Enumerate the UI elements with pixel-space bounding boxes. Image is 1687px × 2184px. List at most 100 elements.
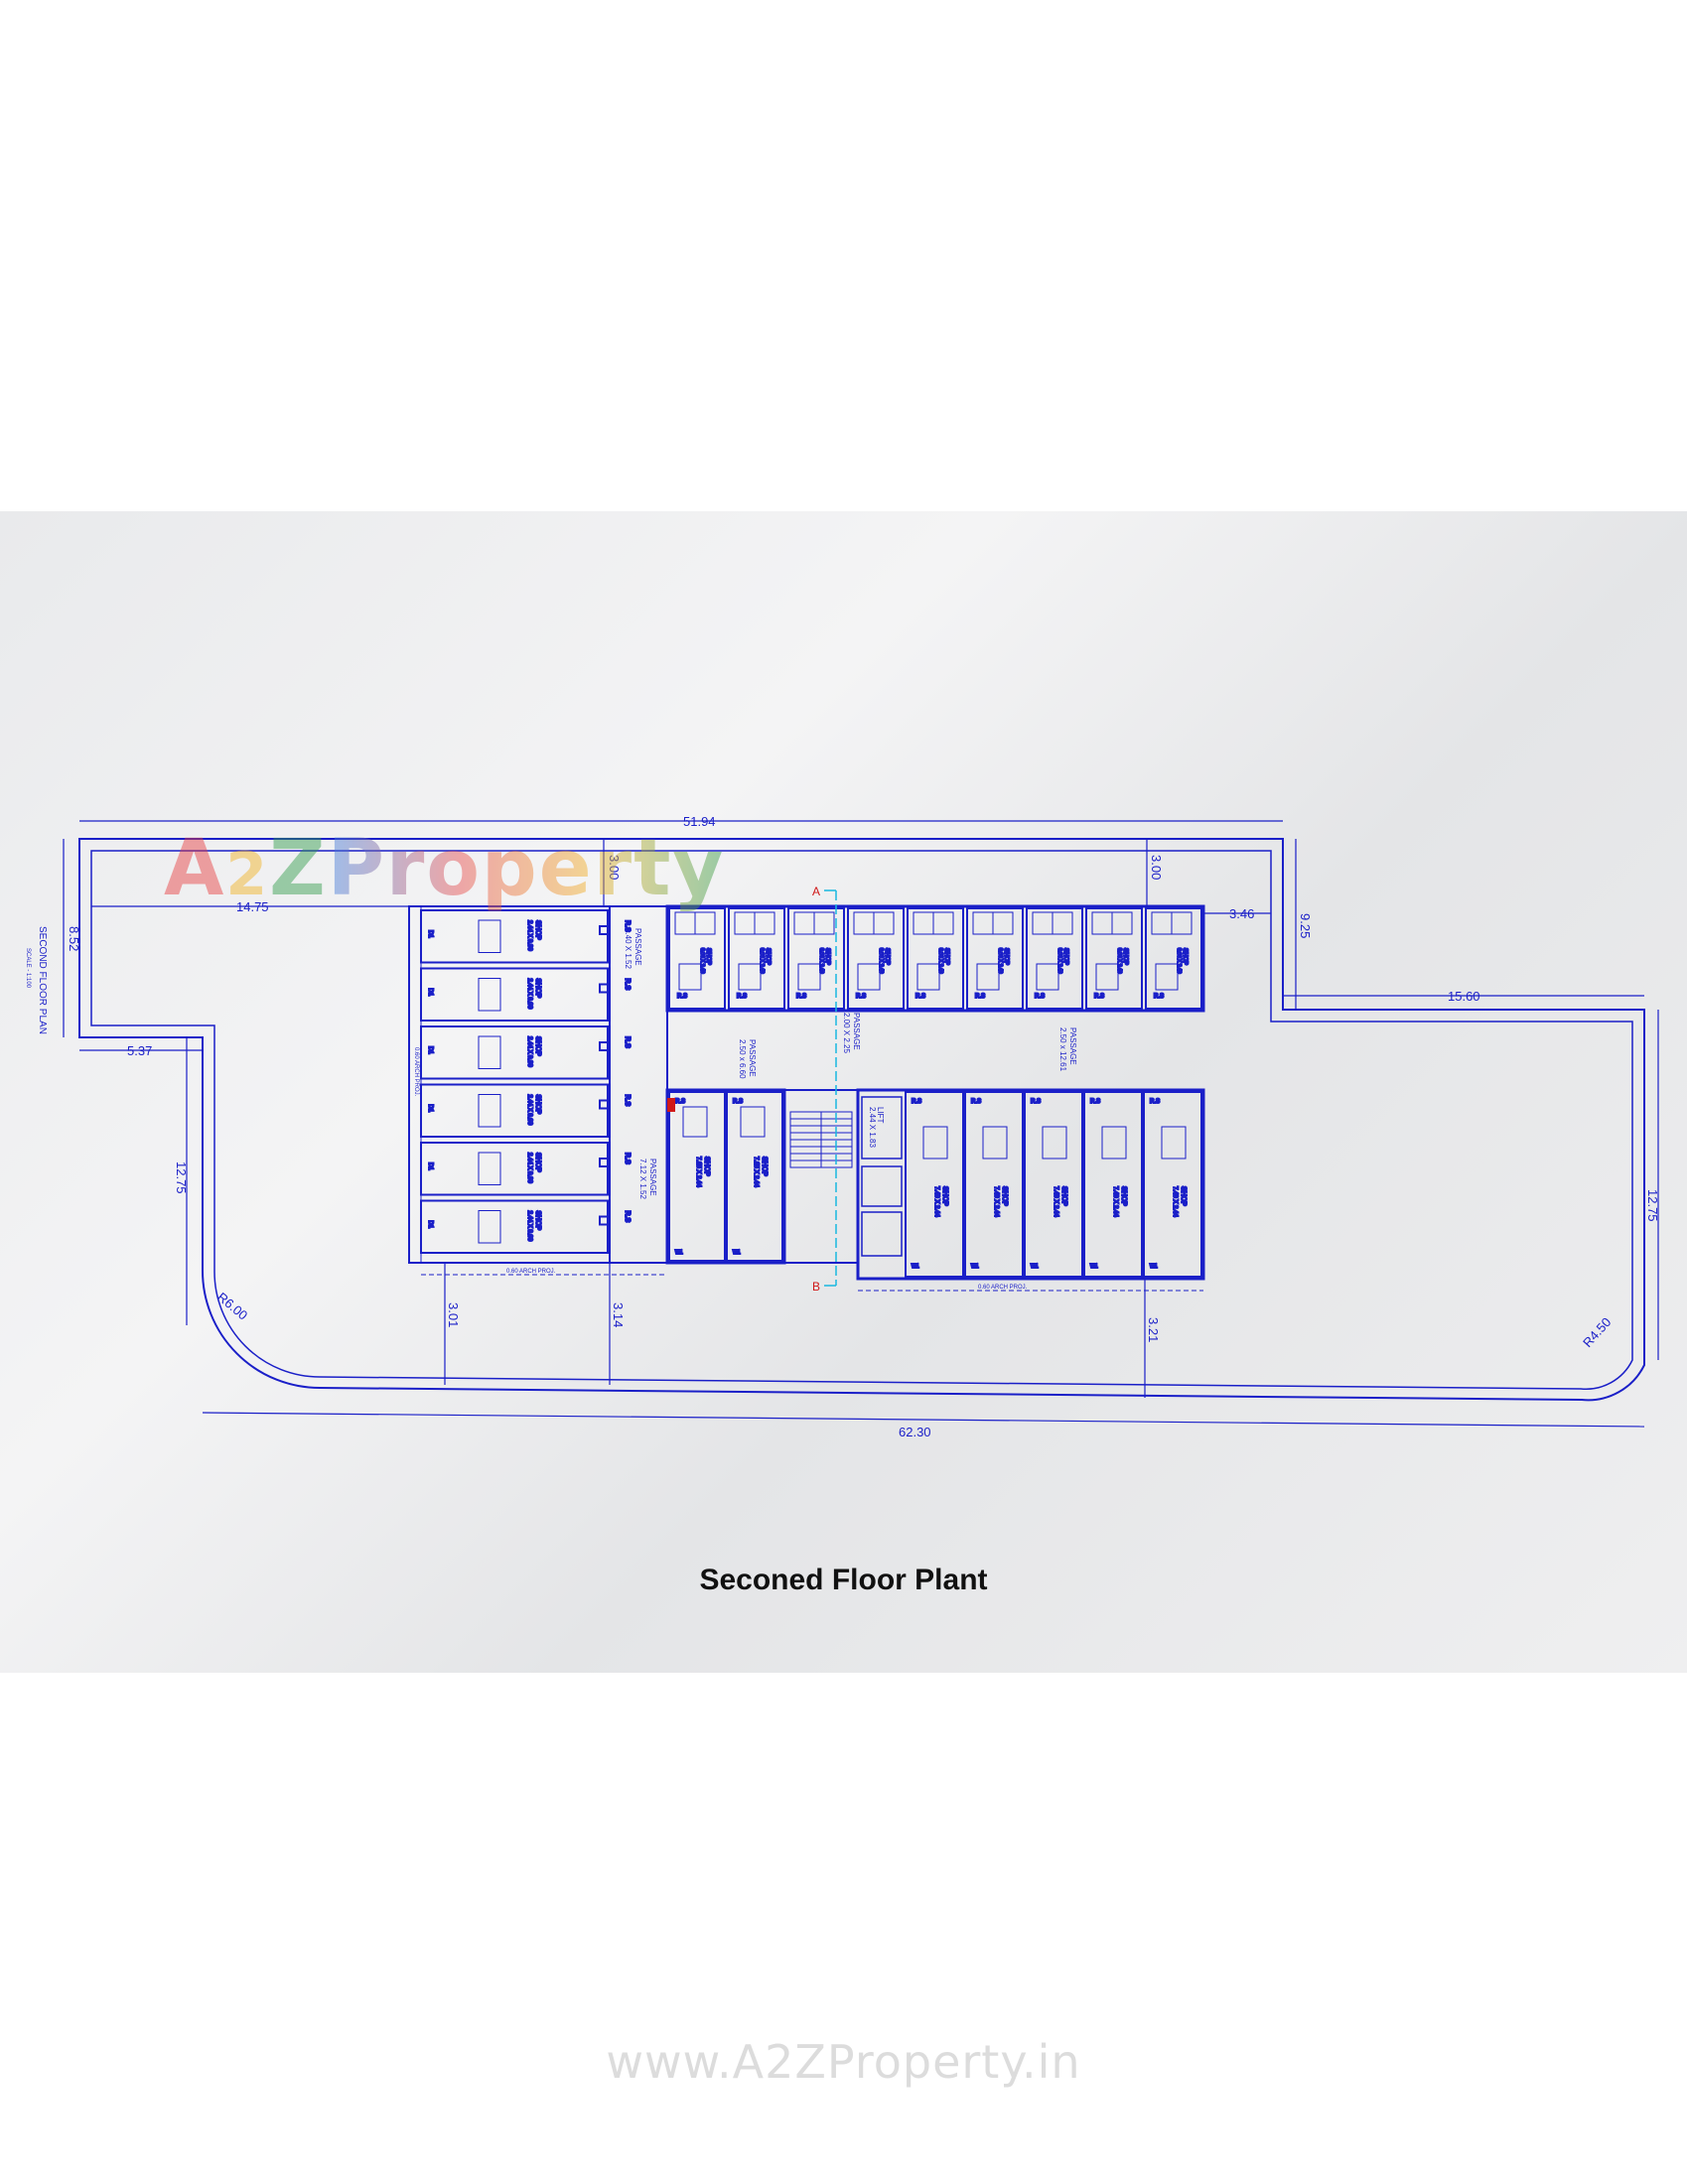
top-shop-name: SHOP [765, 948, 771, 965]
bottom-right-shop-fixture [1042, 1126, 1067, 1160]
left-shop-rs-box [599, 1215, 609, 1226]
top-shop-fixture [1036, 963, 1059, 991]
left-shop-rs: R.S [624, 1153, 631, 1164]
left-shop-rs: R.S [624, 1211, 631, 1223]
left-shop-door: D1 [427, 1162, 433, 1170]
bottom-right-shop-2 [964, 1091, 1024, 1278]
bottom-left-shop-1 [668, 1091, 726, 1262]
plan-scale: SCALE - 1:100 [25, 948, 31, 989]
bottom-left-shop-rs: R.S [733, 1099, 743, 1105]
bottom-right-shop-size: 7.49 X 2.44 [1053, 1186, 1058, 1217]
dim-left-depth: 12.75 [174, 1161, 189, 1194]
dim-bottom-overall: 62.30 [899, 1425, 931, 1439]
section-mark-b: B [812, 1280, 820, 1294]
top-shop-name: SHOP [824, 948, 830, 965]
top-shop-name: SHOP [705, 948, 711, 965]
left-shop-size: 2.44 X 9.00 [526, 979, 532, 1010]
top-shop-wc [913, 911, 934, 935]
lift-size: 2.44 X 1.83 [868, 1107, 877, 1148]
top-shop-rs: R.S [677, 994, 687, 1000]
plan-caption: Seconed Floor Plant [699, 1564, 988, 1596]
bottom-left-shop-window: W1 [675, 1250, 683, 1256]
top-shop-rs: R.S [1094, 994, 1104, 1000]
dim-margin-top-left: 3.00 [607, 855, 622, 880]
dim-margin-bottom-1: 3.01 [446, 1302, 461, 1327]
bottom-right-shop-fixture [1101, 1126, 1127, 1160]
top-shop-name: SHOP [1062, 948, 1068, 965]
bottom-left-shop-window: W1 [733, 1250, 741, 1256]
passage-size-3: 2.50 x 6.60 [738, 1039, 747, 1079]
left-shop-rs-box [599, 925, 609, 935]
left-shop-rs: R.S [624, 1036, 631, 1048]
left-shop-6 [420, 1199, 609, 1254]
bottom-right-shop-window: W1 [1150, 1264, 1158, 1270]
bottom-right-shop-size: 7.49 X 2.44 [1172, 1186, 1178, 1217]
footer-website-url[interactable]: www.A2ZProperty.in [606, 2035, 1081, 2089]
brand-watermark: A2ZProperty [164, 824, 725, 913]
left-shop-rs: R.S [624, 920, 631, 932]
left-shop-name: SHOP [534, 1153, 541, 1172]
stair-core-outline [783, 1089, 859, 1264]
bottom-right-shop-fixture [1161, 1126, 1187, 1160]
watermark-2: 2 [225, 840, 270, 909]
top-shop-wc [853, 911, 875, 935]
passage-label-4: PASSAGE [852, 1013, 861, 1050]
top-shop-7 [1026, 907, 1083, 1010]
left-shop-4 [420, 1083, 609, 1138]
top-shop-rs: R.S [915, 994, 925, 1000]
bottom-right-shop-1 [905, 1091, 964, 1278]
passage-size-4: 2.00 X 2.25 [842, 1013, 851, 1053]
bottom-left-shop-2 [726, 1091, 783, 1262]
dim-right-step: 9.25 [1298, 913, 1313, 938]
top-shop-fixture [797, 963, 821, 991]
bottom-right-shop-size: 7.49 X 2.44 [1112, 1186, 1118, 1217]
top-shop-size: 3.60 X 2.40 [878, 948, 884, 974]
bottom-right-shop-window: W1 [912, 1264, 919, 1270]
bottom-right-shop-rs: R.S [912, 1099, 921, 1105]
watermark-property: Property [327, 824, 726, 913]
top-shop-bath [1171, 911, 1193, 935]
dim-left-step: 5.37 [127, 1043, 152, 1058]
top-shop-3 [787, 907, 845, 1010]
left-shop-door: D1 [427, 1105, 433, 1113]
bottom-right-shop-window: W1 [1090, 1264, 1098, 1270]
dim-margin-bottom-2: 3.14 [611, 1302, 626, 1327]
section-line [667, 889, 837, 1287]
bottom-right-shop-fixture [922, 1126, 948, 1160]
dim-margin-bottom-3: 3.21 [1146, 1317, 1161, 1342]
top-shop-fixture [857, 963, 881, 991]
top-shop-rs: R.S [737, 994, 747, 1000]
plan-title: SECOND FLOOR PLAN [37, 926, 48, 1034]
top-shop-size: 3.60 X 2.40 [699, 948, 705, 974]
dim-right-depth: 12.75 [1645, 1189, 1660, 1222]
left-shop-size: 2.44 X 9.00 [526, 1211, 532, 1242]
left-shop-size: 2.44 X 9.00 [526, 920, 532, 951]
bottom-left-shop-fixture [740, 1106, 766, 1138]
dim-radius-right: R4.50 [1580, 1314, 1614, 1350]
top-shop-fixture [916, 963, 940, 991]
left-shop-fixture [478, 1152, 501, 1185]
dim-line-bottom [202, 1412, 1645, 1428]
left-shop-name: SHOP [534, 920, 541, 940]
left-shop-door: D1 [427, 1046, 433, 1054]
bottom-right-shop-window: W1 [1031, 1264, 1039, 1270]
top-shop-fixture [1155, 963, 1179, 991]
passage-label-1: PASSAGE [633, 928, 642, 966]
bottom-right-shop-size: 7.49 X 2.44 [993, 1186, 999, 1217]
top-shop-2 [728, 907, 785, 1010]
left-shop-3 [420, 1025, 609, 1080]
bottom-right-shop-rs: R.S [1031, 1099, 1041, 1105]
top-shop-1 [668, 907, 726, 1010]
top-shop-5 [907, 907, 964, 1010]
top-shop-bath [992, 911, 1014, 935]
dim-margin-right: 3.46 [1229, 906, 1254, 921]
top-shop-4 [847, 907, 905, 1010]
arch-label-bottom: 0.60 ARCH PROJ. [506, 1269, 556, 1275]
bottom-left-shop-rs: R.S [675, 1099, 685, 1105]
left-shop-door: D1 [427, 1221, 433, 1229]
top-shop-wc [734, 911, 756, 935]
top-shop-rs: R.S [975, 994, 985, 1000]
top-shop-fixture [738, 963, 762, 991]
